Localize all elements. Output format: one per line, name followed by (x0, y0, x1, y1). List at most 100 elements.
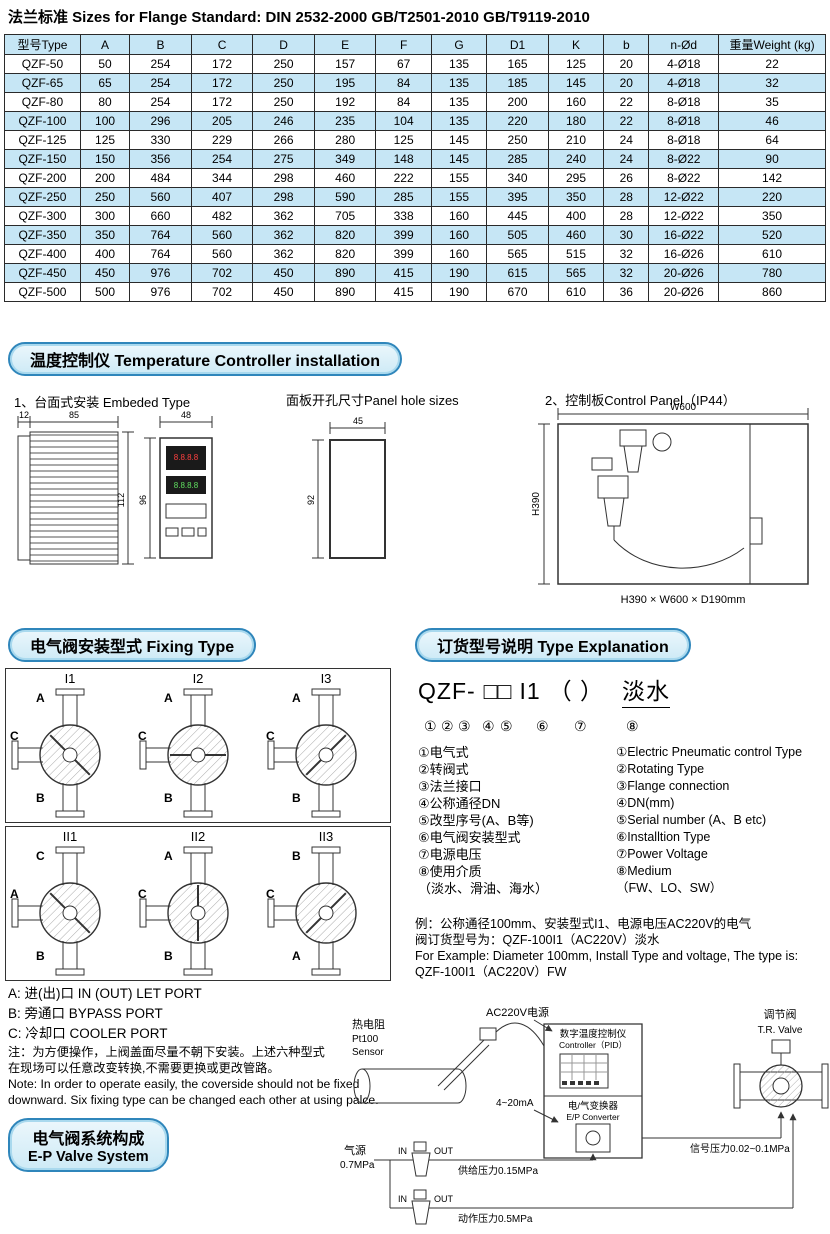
port-letter-top: A (163, 849, 173, 863)
value-cell: 482 (190, 206, 254, 226)
type-item-cn: （淡水、滑油、海水） (418, 881, 549, 896)
value-cell: 142 (718, 168, 826, 188)
signal-ma-label: 4~20mA (496, 1098, 534, 1109)
fixing-diagram-label: II1 (62, 829, 78, 844)
circled-2: ② (441, 718, 454, 734)
port-definition-line: A: 进(出)口 IN (OUT) LET PORT (8, 986, 202, 1001)
port-letter-bottom: B (35, 791, 45, 805)
value-cell: 22 (603, 92, 650, 112)
value-cell: 65 (79, 73, 131, 93)
type-item-en: ⑥Installtion Type (616, 830, 711, 844)
value-cell: 20-Ø26 (648, 263, 720, 283)
type-item-cn: ④公称通径DN (418, 796, 501, 811)
value-cell: 610 (547, 282, 605, 302)
value-cell: 28 (603, 187, 650, 207)
value-cell: 46 (718, 111, 826, 131)
column-header: 重量Weight (kg) (718, 34, 826, 55)
port-letter-bottom: A (291, 949, 301, 963)
signal-pressure-label: 信号压力0.02~0.1MPa (690, 1142, 790, 1155)
fixing-note: 注：为方便操作，上阀盖面尽量不朝下安装。上述六种型式在现场可以任意改变转换,不需… (8, 1044, 379, 1108)
value-cell: 135 (430, 111, 488, 131)
dim-ctrl-width: 48 (181, 410, 191, 420)
value-cell: 298 (252, 168, 315, 188)
model-cell: QZF-100 (4, 111, 81, 131)
value-cell: 285 (375, 187, 432, 207)
value-cell: 90 (718, 149, 826, 169)
section-title-fixing-type: 电气阀安装型式 Fixing Type (8, 628, 257, 662)
value-cell: 155 (430, 187, 488, 207)
value-cell: 890 (313, 282, 377, 302)
value-cell: 22 (718, 54, 826, 74)
type-item-cn: ⑥电气阀安装型式 (418, 830, 521, 845)
converter-label-cn: 电/气变换器 (568, 1100, 619, 1112)
value-cell: 415 (375, 282, 432, 302)
value-cell: 560 (190, 225, 254, 245)
value-cell: 610 (718, 244, 826, 264)
circled-3: ③ (458, 718, 471, 734)
port-letter-bottom: B (291, 791, 301, 805)
port-letter-left: C (137, 887, 147, 901)
value-cell: 500 (79, 282, 131, 302)
type-item-en: ⑤Serial number (A、B etc) (616, 813, 767, 827)
model-cell: QZF-250 (4, 187, 81, 207)
value-cell: 67 (375, 54, 432, 74)
type-item-en: ②Rotating Type (616, 762, 705, 776)
value-cell: 338 (375, 206, 432, 226)
note-line: 在现场可以任意改变转换,不需要更换或更改管路。 (8, 1061, 280, 1075)
code-install-type: I1 (519, 678, 541, 704)
type-item-cn: ③法兰接口 (418, 779, 482, 794)
value-cell: 200 (79, 168, 131, 188)
value-cell: 4-Ø18 (648, 54, 720, 74)
value-cell: 702 (190, 282, 254, 302)
value-cell: 36 (603, 282, 650, 302)
value-cell: 296 (129, 111, 192, 131)
column-header: B (129, 34, 192, 55)
value-cell: 400 (79, 244, 131, 264)
value-cell: 285 (486, 149, 549, 169)
code-voltage-paren: （ ） (548, 678, 605, 704)
value-cell: 565 (486, 244, 549, 264)
port-letter-top: A (35, 691, 45, 705)
port-letter-bottom: B (163, 791, 173, 805)
value-cell: 24 (603, 130, 650, 150)
value-cell: 64 (718, 130, 826, 150)
model-cell: QZF-400 (4, 244, 81, 264)
value-cell: 362 (252, 206, 315, 226)
value-cell: 460 (547, 225, 605, 245)
value-cell: 200 (486, 92, 549, 112)
power-label: AC220V电源 (486, 1005, 549, 1019)
value-cell: 280 (313, 130, 377, 150)
air-pressure-label: 0.7MPa (340, 1160, 375, 1171)
value-cell: 28 (603, 206, 650, 226)
column-header: b (603, 34, 650, 55)
value-cell: 350 (547, 187, 605, 207)
value-cell: 180 (547, 111, 605, 131)
value-cell: 20 (603, 73, 650, 93)
example-line: 例：公称通径100mm、安装型式I1、电源电压AC220V的电气 (415, 917, 752, 931)
value-cell: 460 (313, 168, 377, 188)
control-panel-label: 2、控制板Control Panel（IP44） (545, 393, 736, 408)
value-cell: 764 (129, 225, 192, 245)
air-source-label: 气源 (344, 1143, 366, 1157)
value-cell: 20 (603, 54, 650, 74)
value-cell: 35 (718, 92, 826, 112)
three-way-valve-drawing (138, 845, 258, 977)
value-cell: 190 (430, 263, 488, 283)
value-cell: 125 (375, 130, 432, 150)
value-cell: 8-Ø22 (648, 149, 720, 169)
value-cell: 450 (252, 282, 315, 302)
fixing-diagram-label: II3 (318, 829, 334, 844)
value-cell: 399 (375, 244, 432, 264)
value-cell: 172 (190, 92, 254, 112)
value-cell: 8-Ø22 (648, 168, 720, 188)
note-line: downward. Six fixing type can be changed… (8, 1093, 379, 1107)
value-cell: 275 (252, 149, 315, 169)
supply-pressure-label: 供给压力0.15MPa (458, 1164, 538, 1177)
